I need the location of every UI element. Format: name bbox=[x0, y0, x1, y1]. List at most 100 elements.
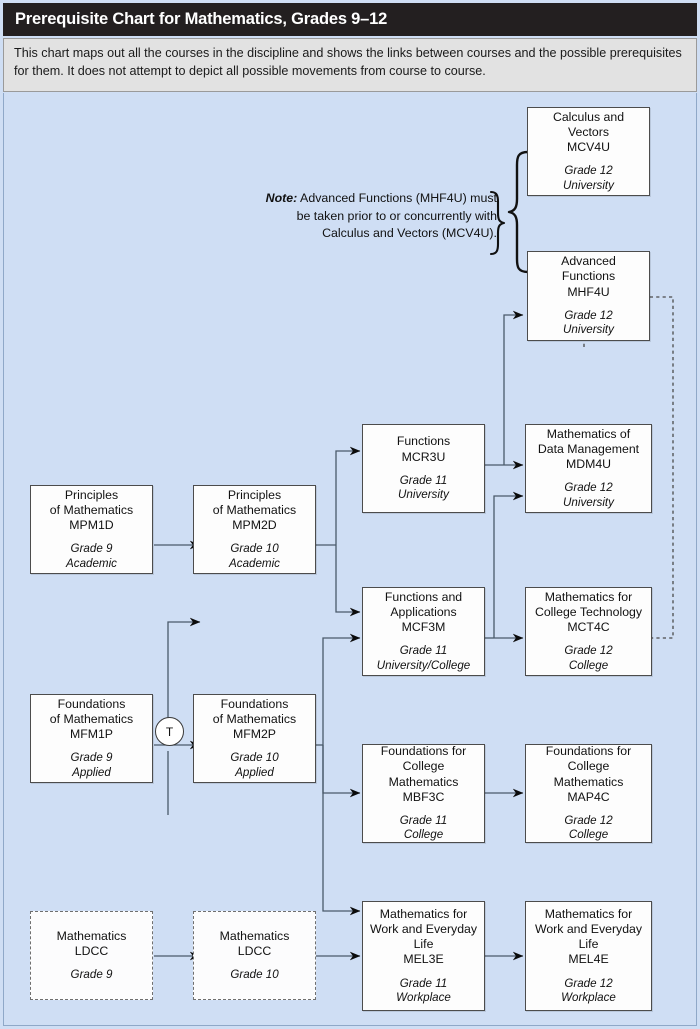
course-name-line: Advanced bbox=[561, 254, 616, 269]
transfer-course-node[interactable]: T bbox=[155, 717, 184, 746]
course-grade: Grade 12 bbox=[564, 481, 613, 495]
course-stream: College bbox=[403, 828, 444, 842]
course-name-line: Vectors bbox=[567, 124, 609, 139]
course-name-line: Functions bbox=[396, 434, 451, 449]
note-text: Note: Advanced Functions (MHF4U) must be… bbox=[229, 190, 497, 243]
course-name-line: Mathematics bbox=[388, 774, 459, 789]
course-box-mpm1d[interactable]: Principles of Mathematics MPM1D Grade 9 … bbox=[30, 485, 153, 574]
course-code: MDM4U bbox=[565, 457, 612, 472]
course-stream: College bbox=[568, 828, 609, 842]
course-grade: Grade 12 bbox=[564, 814, 613, 827]
course-box-mcv4u[interactable]: Calculus and Vectors MCV4U Grade 12 Univ… bbox=[527, 107, 650, 196]
course-box-map4c[interactable]: Foundations for College Mathematics MAP4… bbox=[525, 744, 652, 843]
course-name-line: Foundations bbox=[57, 696, 126, 711]
course-name-line: Mathematics bbox=[219, 928, 290, 943]
course-box-mfm1p[interactable]: Foundations of Mathematics MFM1P Grade 9… bbox=[30, 694, 153, 783]
course-grade: Grade 10 bbox=[230, 751, 279, 765]
course-grade: Grade 9 bbox=[70, 542, 113, 556]
course-name-line: Principles bbox=[227, 487, 282, 502]
course-grade: Grade 10 bbox=[230, 542, 279, 556]
course-grade: Grade 9 bbox=[70, 751, 113, 765]
course-name-line: Applications bbox=[390, 604, 457, 619]
intro-text: This chart maps out all the courses in t… bbox=[14, 46, 682, 78]
course-code: MHF4U bbox=[567, 284, 610, 299]
course-box-mfm2p[interactable]: Foundations of Mathematics MFM2P Grade 1… bbox=[193, 694, 316, 783]
course-box-ldcc-grade9[interactable]: Mathematics LDCC Grade 9 bbox=[30, 911, 153, 1000]
course-name-line: Life bbox=[413, 937, 434, 952]
note-line-3: Calculus and Vectors (MCV4U). bbox=[322, 226, 497, 240]
course-box-ldcc-grade10[interactable]: Mathematics LDCC Grade 10 bbox=[193, 911, 316, 1000]
course-stream: University bbox=[398, 488, 449, 502]
course-box-mel3e[interactable]: Mathematics for Work and Everyday Life M… bbox=[362, 901, 485, 1011]
course-grade: Grade 12 bbox=[564, 644, 613, 658]
course-stream: Applied bbox=[235, 765, 274, 779]
course-name-line: Functions bbox=[561, 269, 616, 284]
course-code: MPM2D bbox=[232, 518, 277, 533]
course-code: MEL4E bbox=[568, 952, 609, 967]
page-title: Prerequisite Chart for Mathematics, Grad… bbox=[15, 10, 388, 28]
course-name-line: Foundations for bbox=[380, 744, 467, 759]
course-name-line: College bbox=[567, 759, 610, 774]
course-box-mcf3m[interactable]: Functions and Applications MCF3M Grade 1… bbox=[362, 587, 485, 676]
course-box-mpm2d[interactable]: Principles of Mathematics MPM2D Grade 10… bbox=[193, 485, 316, 574]
course-stream: University bbox=[563, 178, 614, 192]
intro-panel: This chart maps out all the courses in t… bbox=[3, 38, 697, 92]
course-box-mbf3c[interactable]: Foundations for College Mathematics MBF3… bbox=[362, 744, 485, 843]
course-name-line: Mathematics for bbox=[544, 589, 633, 604]
course-grade: Grade 11 bbox=[399, 473, 448, 487]
course-name-line: Life bbox=[578, 937, 599, 952]
course-stream: University bbox=[563, 323, 614, 337]
course-box-mdm4u[interactable]: Mathematics of Data Management MDM4U Gra… bbox=[525, 424, 652, 513]
course-name-line: College bbox=[402, 759, 445, 774]
course-grade: Grade 11 bbox=[399, 644, 448, 658]
note-line-1: Advanced Functions (MHF4U) must bbox=[297, 191, 497, 205]
course-name-line: Mathematics of bbox=[546, 426, 631, 441]
course-stream: University bbox=[563, 495, 614, 509]
note-line-2: be taken prior to or concurrently with bbox=[296, 208, 497, 223]
course-name-line: of Mathematics bbox=[49, 502, 134, 517]
course-name-line: Mathematics for bbox=[544, 906, 633, 921]
course-grade: Grade 9 bbox=[70, 968, 113, 981]
course-name-line: Principles bbox=[64, 487, 119, 502]
course-code: MBF3C bbox=[402, 789, 445, 804]
course-code: MAP4C bbox=[567, 789, 610, 804]
course-box-mel4e[interactable]: Mathematics for Work and Everyday Life M… bbox=[525, 901, 652, 1011]
course-name-line: of Mathematics bbox=[212, 502, 297, 517]
course-name-line: Data Management bbox=[537, 441, 640, 456]
course-name-line: Mathematics bbox=[56, 928, 127, 943]
page-title-bar: Prerequisite Chart for Mathematics, Grad… bbox=[3, 3, 697, 36]
course-name-line: College Technology bbox=[534, 604, 643, 619]
course-code: MPM1D bbox=[69, 518, 114, 533]
course-stream: Academic bbox=[66, 556, 117, 570]
course-code: MCT4C bbox=[567, 620, 610, 635]
connector-lines bbox=[154, 150, 674, 961]
course-name-line: Calculus and bbox=[552, 109, 625, 124]
course-grade: Grade 12 bbox=[564, 164, 613, 178]
course-code: MCF3M bbox=[401, 620, 446, 635]
course-grade: Grade 10 bbox=[230, 968, 279, 981]
course-box-mhf4u[interactable]: Advanced Functions MHF4U Grade 12 Univer… bbox=[527, 251, 650, 341]
course-grade: Grade 11 bbox=[399, 976, 448, 990]
course-name-line: Foundations bbox=[220, 696, 289, 711]
course-stream: Academic bbox=[229, 556, 280, 570]
course-name-line: Mathematics for bbox=[379, 906, 468, 921]
course-name-line: of Mathematics bbox=[212, 711, 297, 726]
course-code: MFM2P bbox=[232, 727, 277, 742]
course-stream: Workplace bbox=[561, 990, 616, 1004]
course-name-line: Mathematics bbox=[553, 774, 624, 789]
course-name-line: Functions and bbox=[384, 589, 463, 604]
course-grade: Grade 12 bbox=[564, 976, 613, 990]
course-stream: University/College bbox=[376, 658, 471, 672]
course-stream: Workplace bbox=[396, 990, 451, 1004]
course-box-mct4c[interactable]: Mathematics for College Technology MCT4C… bbox=[525, 587, 652, 676]
course-grade: Grade 11 bbox=[399, 814, 448, 827]
course-stream: College bbox=[568, 658, 609, 672]
course-code: LDCC bbox=[74, 943, 109, 958]
course-stream: Applied bbox=[72, 765, 111, 779]
transfer-course-label: T bbox=[165, 724, 174, 739]
course-code: MFM1P bbox=[69, 727, 114, 742]
course-name-line: Foundations for bbox=[545, 744, 632, 759]
course-box-mcr3u[interactable]: Functions MCR3U Grade 11 University bbox=[362, 424, 485, 513]
chart-canvas: Note: Advanced Functions (MHF4U) must be… bbox=[3, 93, 697, 1026]
